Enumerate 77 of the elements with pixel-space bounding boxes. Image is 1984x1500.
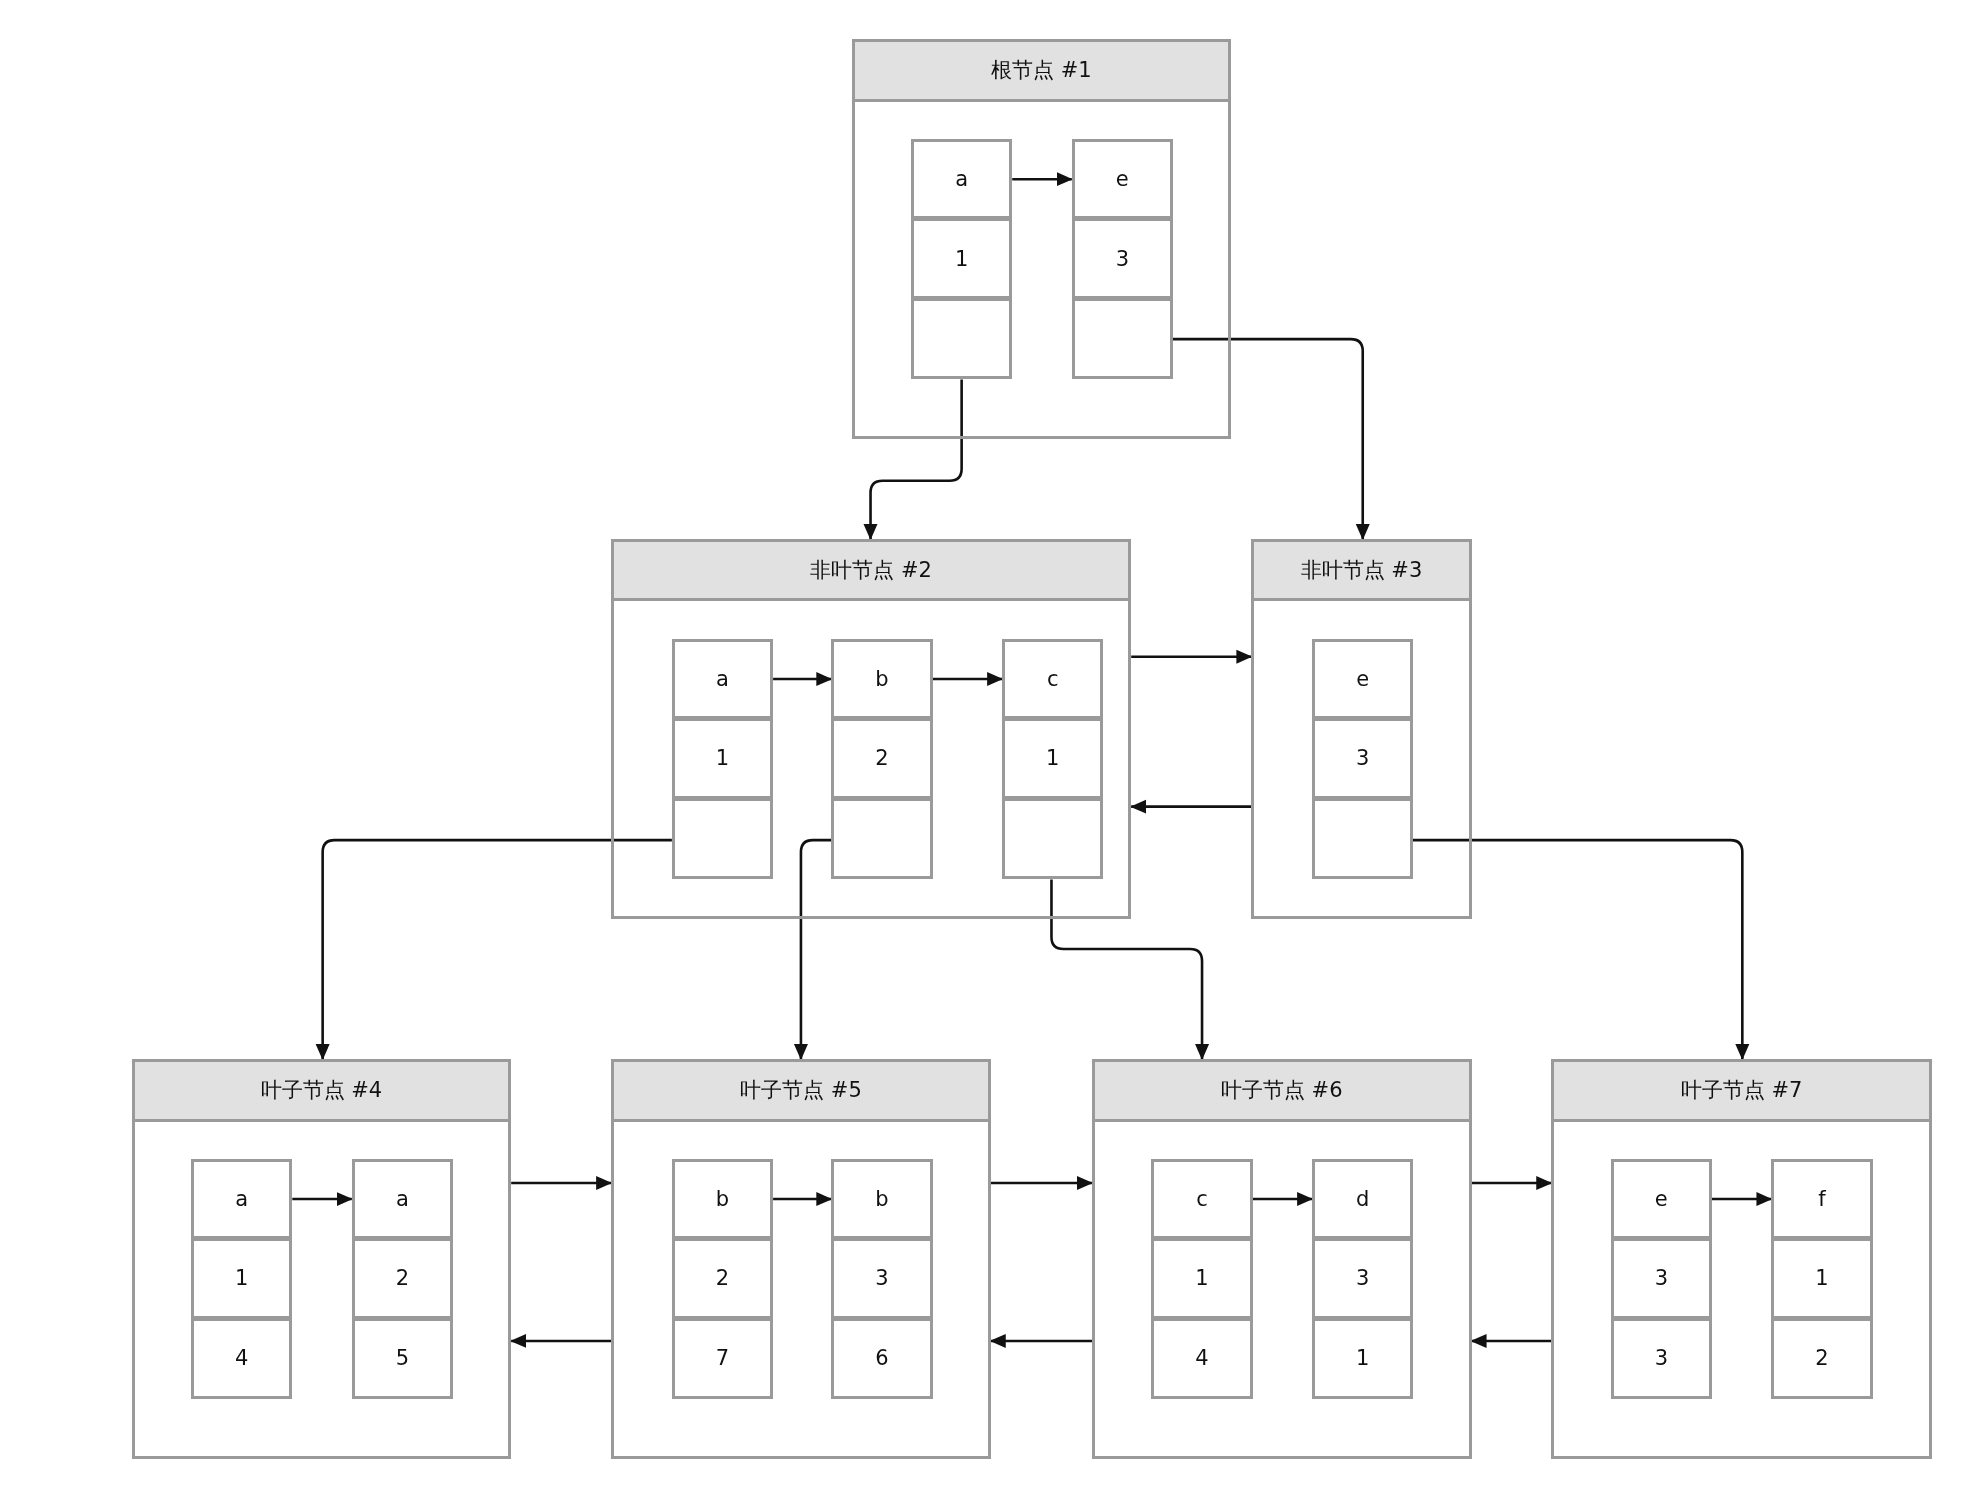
record-cell: 3 (831, 1237, 933, 1320)
arrow (1172, 337, 1370, 540)
record-cell: e (1610, 1159, 1712, 1240)
record-cell (911, 297, 1013, 380)
record-cell (1002, 797, 1104, 880)
record-cell: 1 (1002, 717, 1104, 800)
arrow (989, 1333, 1092, 1348)
record-cell: 3 (1312, 717, 1414, 800)
arrow (863, 379, 963, 540)
record-cell: 3 (1312, 1237, 1414, 1320)
arrow (773, 672, 833, 687)
record-cell (1071, 297, 1173, 380)
arrow (1050, 879, 1210, 1061)
record-cell: 1 (671, 717, 774, 800)
record-cell: 2 (351, 1237, 453, 1320)
record-cell: 1 (191, 1237, 293, 1320)
record-cell: a (911, 139, 1013, 220)
arrow (932, 672, 1004, 687)
record-cell: b (831, 638, 933, 720)
record-cell: 3 (1071, 217, 1173, 300)
record-cell: 7 (671, 1317, 774, 1400)
record-cell (1312, 797, 1414, 880)
arrow (1012, 172, 1073, 187)
header-bar: 叶子节点 #6 (1094, 1062, 1469, 1122)
record-cell: 3 (1610, 1237, 1712, 1320)
header-bar: 非叶节点 #2 (614, 542, 1129, 602)
arrow (1711, 1192, 1773, 1207)
record-cell: 1 (1151, 1237, 1253, 1320)
record-cell: b (831, 1159, 933, 1240)
arrow (1252, 1192, 1314, 1207)
arrow (793, 838, 832, 1061)
record-cell: 1 (1771, 1237, 1873, 1320)
arrow (292, 1192, 353, 1207)
header-bar: 非叶节点 #3 (1254, 542, 1469, 602)
record-cell: e (1071, 139, 1173, 220)
arrow (1412, 838, 1750, 1061)
record-cell: f (1771, 1159, 1873, 1240)
record-cell: e (1312, 638, 1414, 720)
record-cell: a (191, 1159, 293, 1240)
page-box (611, 539, 1132, 919)
header-bar: 根节点 #1 (854, 42, 1229, 102)
arrow (510, 1333, 612, 1348)
arrow (1471, 1176, 1553, 1190)
record-cell: 4 (191, 1317, 293, 1400)
arrow (773, 1192, 833, 1207)
record-cell: d (1312, 1159, 1414, 1240)
record-cell: a (351, 1159, 453, 1240)
record-cell: 2 (831, 717, 933, 800)
header-bar: 叶子节点 #5 (614, 1062, 988, 1122)
arrow (511, 1176, 613, 1190)
record-cell: 2 (671, 1237, 774, 1320)
record-cell: c (1002, 638, 1104, 720)
arrow (1130, 799, 1252, 814)
arrow (990, 1176, 1093, 1190)
arrow (1131, 649, 1253, 664)
arrow (315, 838, 672, 1061)
record-cell: 1 (911, 217, 1013, 300)
arrow (1470, 1333, 1552, 1348)
page-box (131, 1059, 512, 1459)
header-bar: 叶子节点 #4 (134, 1062, 509, 1122)
record-cell (671, 797, 774, 880)
page-box (611, 1059, 991, 1459)
page-box (1551, 1059, 1933, 1459)
page-box (1251, 539, 1472, 919)
record-cell: a (671, 638, 774, 720)
page-box (851, 39, 1232, 440)
record-cell: c (1151, 1159, 1253, 1240)
record-cell: 5 (351, 1317, 453, 1400)
page-box (1091, 1059, 1472, 1459)
record-cell (831, 797, 933, 880)
record-cell: 6 (831, 1317, 933, 1400)
record-cell: 3 (1610, 1317, 1712, 1400)
record-cell: b (671, 1159, 774, 1240)
header-bar: 叶子节点 #7 (1554, 1062, 1930, 1122)
record-cell: 4 (1151, 1317, 1253, 1400)
record-cell: 1 (1312, 1317, 1414, 1400)
record-cell: 2 (1771, 1317, 1873, 1400)
